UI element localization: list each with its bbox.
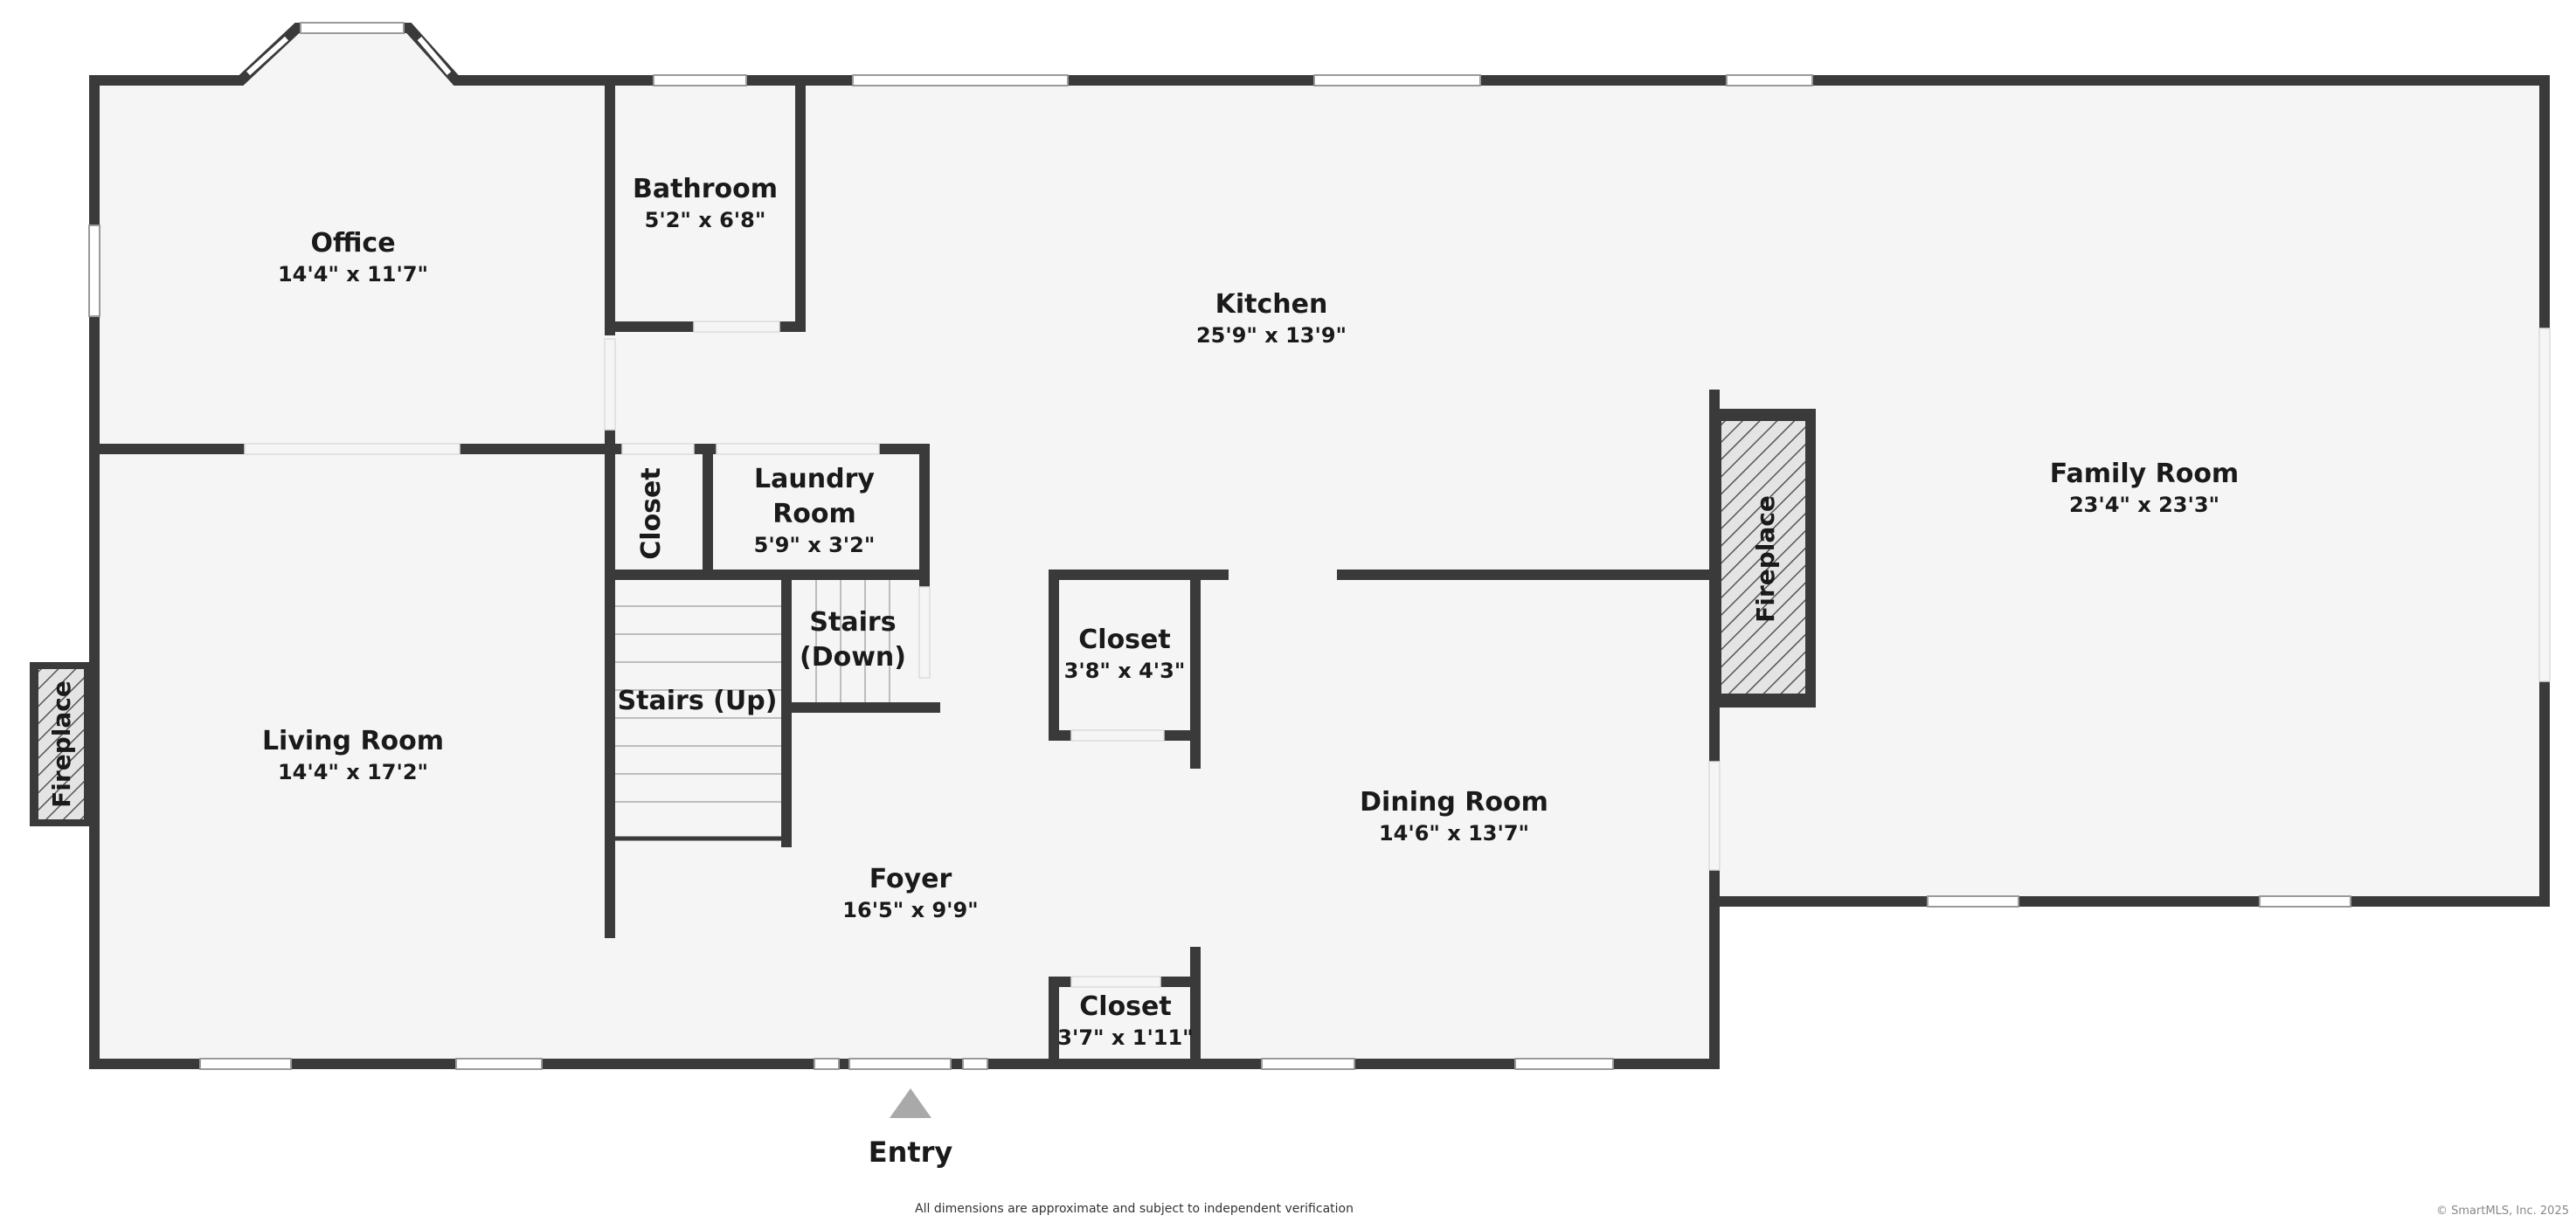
floor-area (94, 28, 2545, 1064)
office-dimensions: 14'4" x 11'7" (278, 262, 428, 287)
foyer-name: Foyer (869, 864, 952, 894)
fireplace-left-symbol (30, 662, 91, 826)
stairs-down-treads (815, 580, 890, 702)
entry-arrow-icon (890, 1088, 931, 1118)
kitchen-dimensions: 25'9" x 13'9" (1196, 323, 1347, 348)
closet-entry-dimensions: 3'7" x 1'11" (1057, 1025, 1193, 1050)
stairs-down-line1: Stairs (809, 607, 896, 638)
living-room-dimensions: 14'4" x 17'2" (278, 760, 428, 784)
entry-label: Entry (869, 1136, 953, 1169)
closet-small-name: Closet (636, 467, 667, 559)
dining-room-dimensions: 14'6" x 13'7" (1379, 821, 1529, 846)
windows (88, 22, 2351, 1070)
fireplace-right-label: Fireplace (1751, 495, 1780, 623)
closet-center-name: Closet (1078, 625, 1170, 655)
kitchen-name: Kitchen (1215, 289, 1328, 320)
copyright-text: © SmartMLS, Inc. 2025 (2436, 1205, 2569, 1218)
laundry-name-line1: Laundry (754, 464, 875, 494)
disclaimer-text: All dimensions are approximate and subje… (915, 1202, 1354, 1216)
laundry-name-line2: Room (772, 499, 856, 529)
living-room-name: Living Room (262, 726, 444, 756)
bathroom-name: Bathroom (633, 174, 778, 204)
closet-center-dimensions: 3'8" x 4'3" (1064, 659, 1186, 683)
family-room-name: Family Room (2050, 459, 2239, 489)
stairs-up-treads (613, 605, 789, 841)
dining-room-name: Dining Room (1360, 787, 1548, 818)
fireplace-right-symbol (1714, 409, 1816, 708)
doorway-openings (244, 321, 2551, 988)
foyer-dimensions: 16'5" x 9'9" (842, 898, 978, 922)
family-room-dimensions: 23'4" x 23'3" (2069, 493, 2219, 517)
office-name: Office (310, 228, 395, 259)
laundry-dimensions: 5'9" x 3'2" (754, 533, 876, 557)
stairs-down-line2: (Down) (800, 642, 906, 673)
fireplace-left-label: Fireplace (47, 680, 76, 808)
closet-entry-name: Closet (1079, 991, 1171, 1022)
room-labels: Office 14'4" x 11'7" Bathroom 5'2" x 6'8… (47, 174, 2239, 1050)
bathroom-dimensions: 5'2" x 6'8" (645, 208, 766, 232)
stairs-up-name: Stairs (Up) (618, 686, 778, 716)
